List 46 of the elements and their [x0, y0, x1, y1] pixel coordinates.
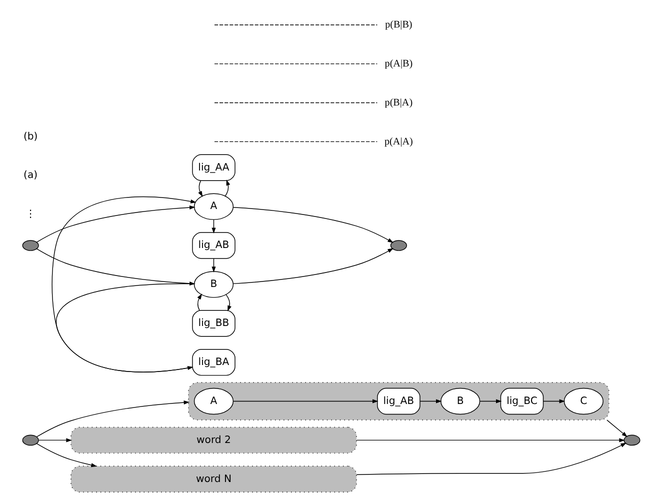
arrow	[233, 399, 378, 404]
arrow	[224, 180, 230, 196]
arrow	[356, 442, 626, 476]
node-ellipse: B	[194, 271, 234, 298]
connector	[214, 141, 378, 142]
node-box: word 2	[70, 426, 357, 454]
node-box: word N	[70, 466, 357, 492]
arrow	[232, 248, 394, 284]
node-circle	[22, 434, 39, 446]
node-ellipse: A	[194, 193, 234, 220]
node-ellipse: C	[564, 388, 604, 415]
node-circle	[624, 434, 640, 446]
node-text: p(B|A)	[384, 97, 413, 108]
arrow	[198, 180, 203, 197]
label: ⋮	[26, 209, 36, 220]
arrow	[36, 443, 97, 468]
node-text: p(A|B)	[384, 58, 413, 70]
node-circle	[22, 240, 39, 251]
arrow	[36, 400, 190, 438]
node-ellipse: B	[440, 388, 480, 415]
connector	[214, 102, 378, 104]
label: (b)	[23, 131, 38, 142]
arrow	[197, 294, 202, 311]
node-box: lig_BA	[192, 348, 236, 376]
arrow	[232, 206, 394, 243]
cluster	[188, 382, 610, 420]
node-box: lig_AB	[377, 388, 420, 415]
arrow	[356, 438, 625, 442]
node-box: lig_BC	[500, 388, 544, 415]
node-text: p(B|B)	[385, 20, 412, 31]
arrow	[543, 399, 566, 404]
arrow	[226, 294, 232, 312]
connector	[214, 24, 378, 26]
arrow	[36, 205, 196, 243]
arrow	[480, 399, 502, 404]
node-text: p(A|A)	[384, 136, 413, 148]
connector	[214, 63, 378, 64]
node-circle	[390, 240, 407, 251]
arrow	[38, 438, 72, 442]
node-box: lig_BB	[192, 310, 236, 337]
label: (a)	[24, 170, 38, 182]
node-box: lig_AA	[192, 154, 236, 181]
node-ellipse: A	[194, 388, 234, 415]
node-box: lig_AB	[192, 232, 236, 259]
arrow	[606, 420, 628, 438]
arrow	[420, 399, 442, 404]
